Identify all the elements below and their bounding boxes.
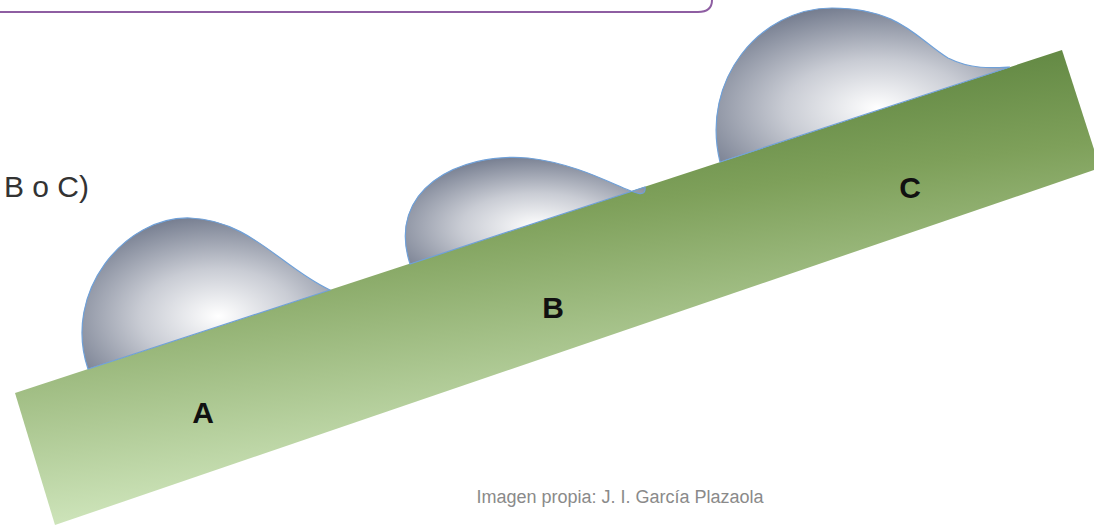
drop-label: A	[192, 396, 214, 429]
water-drop	[716, 8, 1010, 162]
water-drop	[405, 157, 645, 264]
drop-label: C	[899, 171, 921, 204]
drop-label: B	[542, 291, 564, 324]
frame-edge	[0, 0, 712, 12]
question-fragment: B o C)	[4, 170, 89, 203]
inclined-surface	[15, 50, 1094, 525]
image-credit: Imagen propia: J. I. García Plazaola	[476, 488, 763, 508]
water-drop	[82, 218, 330, 369]
